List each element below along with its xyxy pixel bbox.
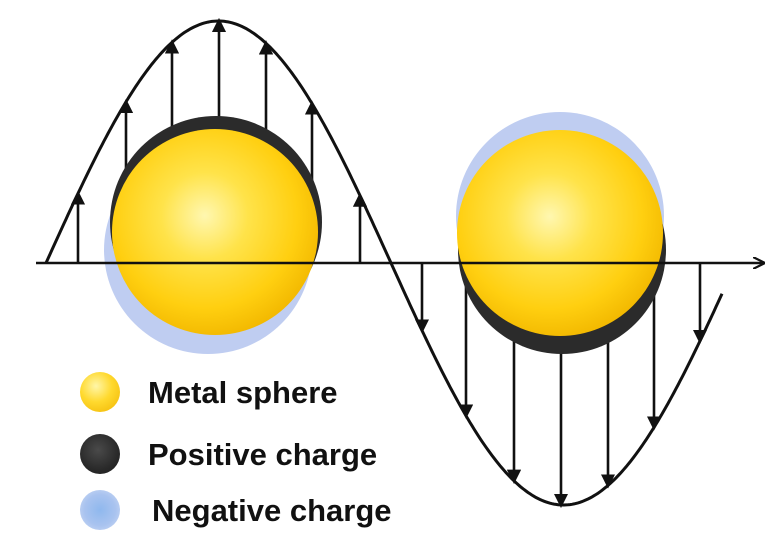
legend-item-negative-charge: Negative charge [80,488,500,532]
left-sphere-group [104,116,322,354]
right-metal-sphere [457,130,663,336]
right-sphere-group [456,112,666,354]
negative-charge-icon [80,490,120,530]
field-wave [44,19,724,507]
legend-label-negative-charge: Negative charge [152,493,392,528]
legend-label-positive-charge: Positive charge [148,437,378,472]
legend-item-metal-sphere: Metal sphere [80,370,500,414]
legend-label-metal-sphere: Metal sphere [148,375,338,410]
metal-sphere-icon [80,372,120,412]
positive-charge-icon [80,434,120,474]
left-metal-sphere [112,129,318,335]
legend-item-positive-charge: Positive charge [80,432,500,476]
